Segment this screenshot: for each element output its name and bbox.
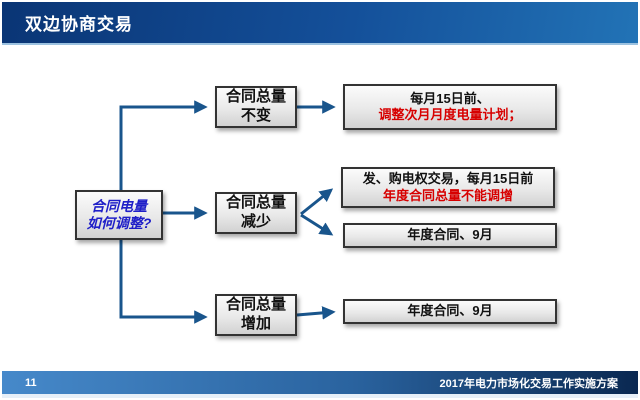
footer-bottom-strip [2,394,638,398]
page-number: 11 [25,376,37,389]
condition-box-decrease: 合同总量 减少 [215,192,297,234]
outcome-box-annual-sep-1: 年度合同、9月 [343,223,557,248]
outcome-annual-sep-2-line1: 年度合同、9月 [407,303,493,319]
outcome-box-monthly-plan: 每月15日前、 调整次月月度电量计划； [343,84,557,130]
outcome-box-rights-trade: 发、购电权交易，每月15日前 年度合同总量不能调增 [341,167,555,208]
outcome-box-annual-sep-2: 年度合同、9月 [343,299,557,324]
connector-question-to-increase [119,240,208,324]
condition-unchanged-line1: 合同总量 [225,88,286,106]
connector-decrease-to-rights-trade [300,188,334,216]
condition-unchanged-line2: 不变 [240,107,271,124]
condition-box-unchanged: 合同总量 不变 [215,86,297,128]
outcome-rights-trade-line1: 发、购电权交易，每月15日前 [362,171,534,187]
condition-increase-line2: 增加 [240,315,271,332]
condition-box-increase: 合同总量 增加 [215,294,297,336]
outcome-annual-sep-1-line1: 年度合同、9月 [407,227,493,243]
question-box: 合同电量 如何调整? [75,190,163,240]
connector-increase-to-annual [296,306,336,320]
slide-footer: 11 2017年电力市场化交易工作实施方案 [2,371,638,394]
condition-decrease-line2: 减少 [240,213,271,230]
footer-title: 2017年电力市场化交易工作实施方案 [439,377,618,390]
connector-decrease-to-annual [300,213,334,236]
outcome-monthly-plan-line2: 调整次月月度电量计划； [378,107,522,122]
question-line1: 合同电量 [91,197,147,214]
question-line2: 如何调整? [86,215,152,231]
slide-header: 双边协商交易 [2,2,638,45]
slide-title: 双边协商交易 [25,15,133,34]
outcome-monthly-plan-line1: 每月15日前、 [410,90,490,106]
condition-decrease-line1: 合同总量 [225,194,286,212]
condition-increase-line1: 合同总量 [225,296,286,314]
outcome-rights-trade-line2: 年度合同总量不能调增 [382,187,513,203]
connector-question-to-unchanged [119,100,208,190]
